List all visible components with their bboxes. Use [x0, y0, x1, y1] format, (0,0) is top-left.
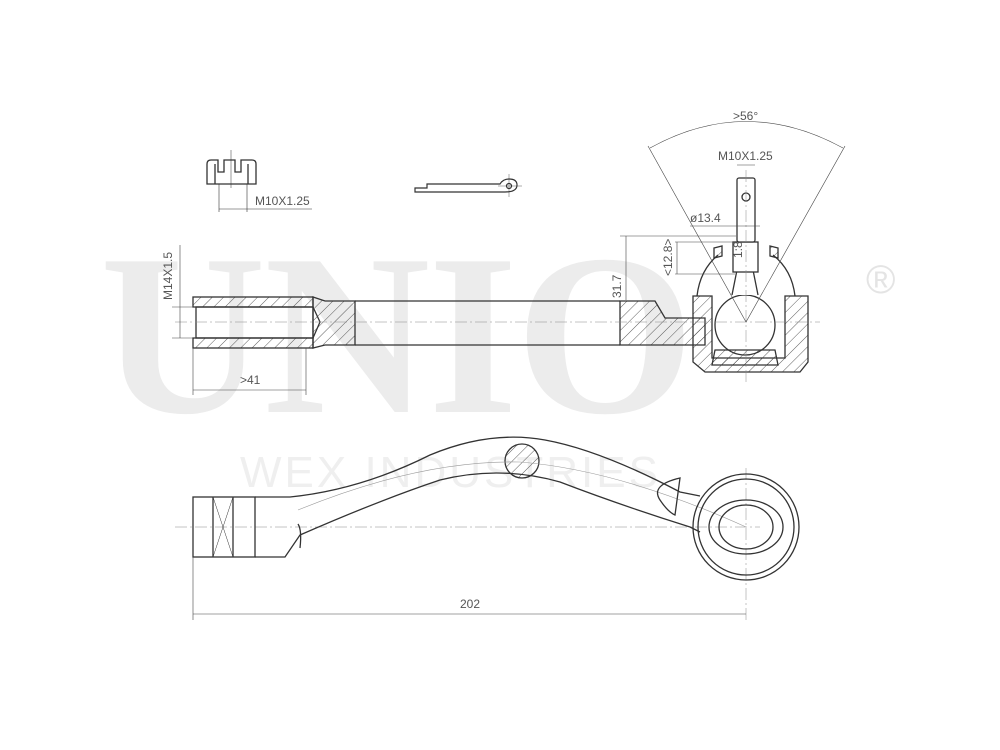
stud-thread-dim [620, 164, 760, 300]
overall-length-label: 202 [460, 597, 480, 611]
cone-angle-label: >56° [733, 109, 758, 123]
nut-thread-label: M10X1.25 [255, 194, 310, 208]
registered-mark: ® [866, 258, 896, 302]
thread-depth-label: >41 [240, 373, 261, 387]
overall-length-dim [192, 557, 746, 620]
stud-height-label: 31.7 [610, 274, 624, 298]
cotter-pin [414, 174, 522, 197]
stud-diameter-label: ø13.4 [690, 211, 721, 225]
tie-rod-side-view [192, 177, 809, 373]
thread-dims [172, 245, 307, 395]
cone-angle-lines [647, 121, 846, 323]
stud-thread-label: M10X1.25 [718, 149, 773, 163]
taper-ratio-label: 1:8 [731, 241, 745, 258]
taper-height-label: <12.8> [661, 239, 675, 276]
inner-thread-label: M14X1.5 [161, 252, 175, 300]
castle-nut [206, 150, 312, 212]
center-lines [175, 170, 820, 620]
tie-rod-top-view [192, 436, 800, 581]
watermark-logo: UNIO [100, 207, 695, 462]
